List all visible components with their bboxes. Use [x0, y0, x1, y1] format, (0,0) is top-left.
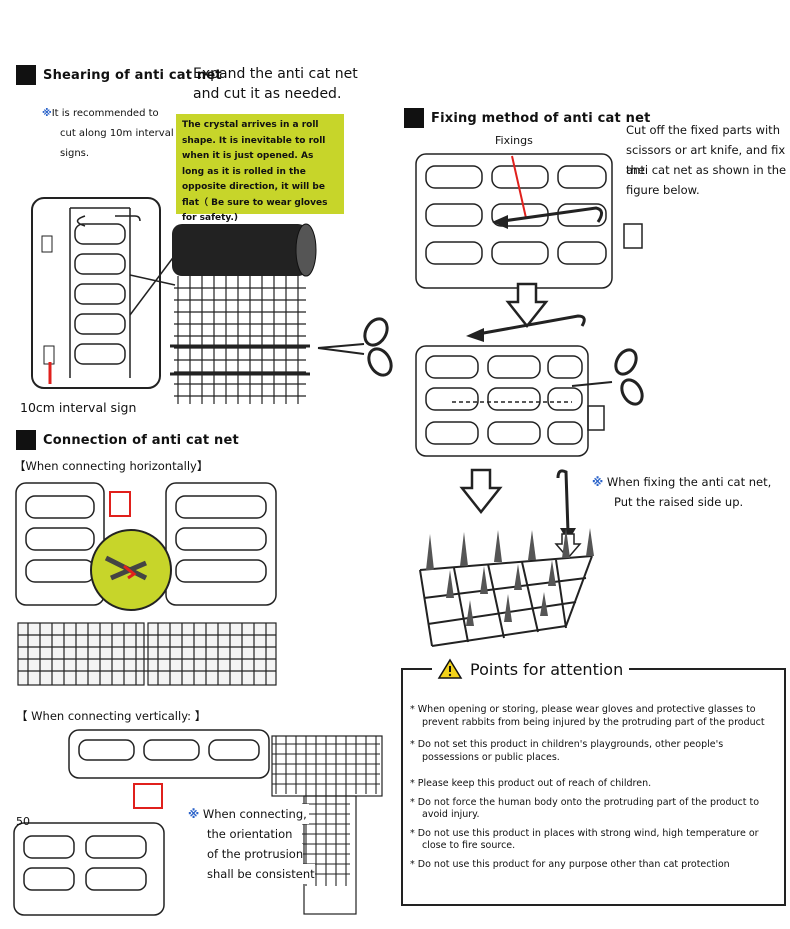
expand-line-2: and cut it as needed.: [193, 86, 342, 102]
orient-line-4: shall be consistent: [207, 864, 315, 884]
fixing-instruction-1: Cut off the fixed parts with: [626, 123, 780, 137]
net-closeup-figure: [31, 197, 161, 389]
attention-item: * Do not set this product in children's …: [410, 739, 724, 763]
partial-mark-label: 50: [16, 815, 30, 828]
section-marker: [404, 108, 424, 128]
vertical-connection-figure: [13, 729, 383, 916]
attention-list: * When opening or storing, please wear g…: [410, 704, 780, 877]
orient-line-2: the orientation: [207, 824, 293, 844]
orient-line-3: of the protrusion: [207, 844, 304, 864]
note-mark-icon: ※: [42, 108, 52, 119]
attention-title: Points for attention: [470, 659, 624, 679]
arrow-down-icon: [459, 468, 503, 515]
raised-line-2: Put the raised side up.: [614, 495, 744, 509]
attention-item: * Do not force the human body onto the p…: [410, 796, 760, 821]
recommend-line-2: cut along 10m interval: [60, 128, 174, 139]
fixing-instruction-4: figure below.: [626, 183, 700, 197]
note-mark-icon: ※: [188, 807, 200, 821]
fixing-instruction-3: anti cat net as shown in the: [626, 163, 787, 177]
note-mark-icon: ※: [592, 475, 604, 489]
arrow-left-icon: [466, 314, 586, 342]
attention-item: * Please keep this product out of reach …: [410, 778, 652, 789]
orient-line-1: ※ When connecting,: [188, 804, 309, 824]
cutting-net-figure: [415, 345, 644, 457]
section-marker: [16, 65, 36, 85]
attention-item: * Do not use this product in places with…: [410, 827, 759, 852]
shearing-title: Shearing of anti cat net: [43, 68, 222, 83]
fixing-title: Fixing method of anti cat net: [431, 111, 651, 126]
section-marker: [16, 430, 36, 450]
fixings-label: Fixings: [495, 134, 533, 147]
horizontal-connection-figure: [15, 482, 277, 686]
recommend-line-1: ※It is recommended to: [42, 108, 159, 119]
raised-line-1: ※ When fixing the anti cat net,: [592, 475, 772, 489]
interval-sign-label: 10cm interval sign: [20, 400, 137, 415]
warning-icon: [437, 658, 463, 679]
crystal-note: The crystal arrives in a roll shape. It …: [176, 114, 344, 223]
scissors-icon: [317, 317, 393, 377]
fixing-instruction-2: scissors or art knife, and fix the: [626, 143, 786, 177]
net-roll-figure: [170, 223, 317, 404]
recommend-line-3: signs.: [60, 148, 90, 159]
fixing-net-figure: [415, 153, 643, 289]
callout-lines: [129, 254, 176, 316]
attention-item: * When opening or storing, please wear g…: [410, 704, 765, 728]
horizontal-label: 【When connecting horizontally】: [14, 459, 209, 473]
attention-header: Points for attention: [432, 658, 630, 679]
vertical-label: 【 When connecting vertically: 】: [16, 709, 207, 723]
expand-line-1: Expand the anti cat net: [193, 66, 358, 82]
arrow-down-icon: [505, 282, 549, 329]
attention-item: * Do not use this product for any purpos…: [410, 858, 730, 870]
connection-title: Connection of anti cat net: [43, 433, 239, 448]
spike-mesh-figure: [419, 528, 594, 647]
